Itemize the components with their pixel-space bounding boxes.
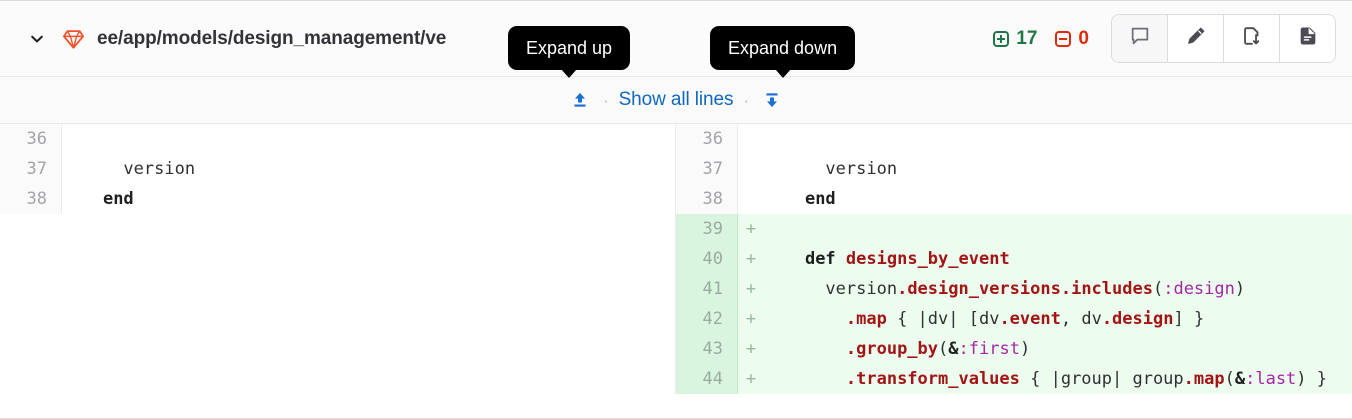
diff-marker: +: [745, 279, 757, 299]
code-line: .group_by(&:first): [845, 339, 1031, 359]
table-row[interactable]: 37 version: [0, 154, 675, 184]
table-row[interactable]: 44 + .transform_values { |group| group.m…: [676, 364, 1352, 394]
code-line: [62, 124, 675, 154]
line-number: 40: [676, 244, 738, 274]
file-action-buttons: [1111, 14, 1336, 63]
line-number: 37: [0, 154, 62, 184]
diff-body: 36 37 version 38 end 36 37: [0, 124, 1352, 394]
diff-marker: +: [745, 369, 757, 389]
diff-stats: 17 0: [993, 28, 1089, 50]
table-row[interactable]: 36: [676, 124, 1352, 154]
code-line: end: [804, 189, 836, 209]
table-row[interactable]: 37 version: [676, 154, 1352, 184]
diff-marker: +: [745, 309, 757, 329]
expand-up-icon[interactable]: [567, 87, 593, 113]
table-row[interactable]: 36: [0, 124, 675, 154]
comment-icon: [1129, 25, 1151, 52]
expand-lines-bar: · Show all lines ·: [0, 77, 1352, 124]
tooltip-expand-down: Expand down: [710, 26, 856, 78]
table-row[interactable]: 40 + def designs_by_event: [676, 244, 1352, 274]
code-line: version: [62, 159, 196, 179]
header-actions: 17 0: [993, 14, 1336, 63]
additions-value: 17: [1016, 27, 1038, 49]
deletions-count: 0: [1055, 28, 1089, 50]
view-file-button[interactable]: [1280, 15, 1335, 62]
code-line: end: [102, 189, 134, 209]
table-row[interactable]: 39 +: [676, 214, 1352, 244]
diff-marker: +: [745, 339, 757, 359]
line-number: 39: [676, 214, 738, 244]
diff-marker: [738, 184, 764, 214]
code-line: [764, 214, 1352, 244]
table-row[interactable]: 41 + version.design_versions.includes(:d…: [676, 274, 1352, 304]
view-changes-button[interactable]: [1224, 15, 1280, 62]
code-line: [764, 124, 1352, 154]
diff-marker: [738, 154, 764, 184]
code-line: def designs_by_event: [804, 249, 1010, 269]
separator-dot: ·: [743, 90, 750, 110]
plus-square-icon: [993, 30, 1010, 47]
file-path[interactable]: ee/app/models/design_management/ve: [97, 27, 447, 49]
line-number: 42: [676, 304, 738, 334]
line-number: 36: [676, 124, 738, 154]
comment-button[interactable]: [1112, 15, 1168, 62]
expand-down-icon[interactable]: [759, 87, 785, 113]
diff-marker: [738, 124, 764, 154]
code-line: version: [764, 159, 898, 179]
separator-dot: ·: [602, 90, 609, 110]
ruby-gem-icon: [62, 28, 84, 50]
pencil-icon: [1185, 25, 1207, 52]
chevron-down-icon[interactable]: [26, 28, 48, 50]
diff-pane-new: 36 37 version 38 end 39 + 40: [676, 124, 1352, 394]
minus-square-icon: [1055, 30, 1072, 47]
line-number: 41: [676, 274, 738, 304]
table-row[interactable]: 38 end: [676, 184, 1352, 214]
diff-marker: +: [745, 219, 757, 239]
line-number: 43: [676, 334, 738, 364]
tooltip-expand-up: Expand up: [508, 26, 631, 78]
diff-file-header: ee/app/models/design_management/ve 17 0: [0, 1, 1352, 77]
edit-button[interactable]: [1168, 15, 1224, 62]
file-document-icon: [1297, 25, 1319, 52]
diff-pane-old: 36 37 version 38 end: [0, 124, 676, 394]
code-line: version.design_versions.includes(:design…: [764, 279, 1246, 299]
line-number: 38: [676, 184, 738, 214]
line-number: 37: [676, 154, 738, 184]
file-transfer-icon: [1241, 25, 1263, 52]
table-row[interactable]: 42 + .map { |dv| [dv.event, dv.design] }: [676, 304, 1352, 334]
additions-count: 17: [993, 28, 1037, 50]
line-number: 38: [0, 184, 62, 214]
code-line: .map { |dv| [dv.event, dv.design] }: [845, 309, 1205, 329]
line-number: 36: [0, 124, 62, 154]
deletions-value: 0: [1078, 27, 1089, 49]
code-line: .transform_values { |group| group.map(&:…: [845, 369, 1328, 389]
table-row[interactable]: 38 end: [0, 184, 675, 214]
line-number: 44: [676, 364, 738, 394]
diff-marker: +: [745, 249, 757, 269]
table-row[interactable]: 43 + .group_by(&:first): [676, 334, 1352, 364]
show-all-lines-link[interactable]: Show all lines: [618, 89, 734, 110]
